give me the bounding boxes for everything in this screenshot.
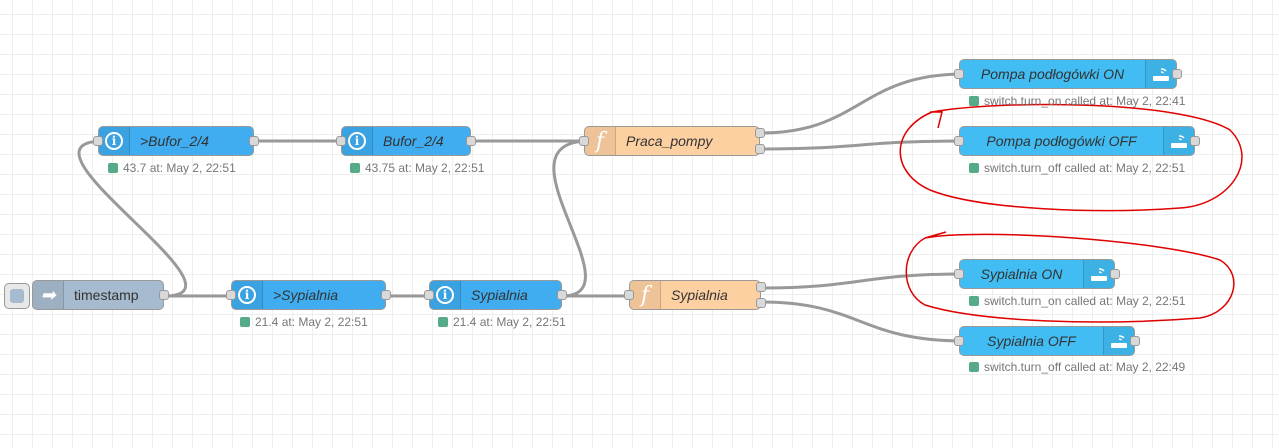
node-bufor-input[interactable]: i >Bufor_2/4 [93,126,259,156]
node-label: Sypialnia [671,287,728,303]
node-label: Praca_pompy [626,133,713,149]
status-dot-icon [969,362,979,372]
router-wifi-icon [1163,127,1194,155]
output-port[interactable] [1190,136,1200,146]
output-port[interactable] [1130,336,1140,346]
info-circle-icon: i [99,127,130,155]
output-port-2[interactable] [756,298,766,308]
input-port[interactable] [336,136,346,146]
input-port[interactable] [954,136,964,146]
node-bufor-state[interactable]: i Bufor_2/4 [336,126,476,156]
output-port-1[interactable] [756,282,766,292]
node-status: 43.7 at: May 2, 22:51 [108,161,236,175]
function-icon: f [630,281,661,309]
output-port[interactable] [249,136,259,146]
node-label: Pompa podłogówki OFF [986,133,1137,149]
red-annotation-pompa-off [899,103,1243,212]
input-port[interactable] [579,136,589,146]
output-port[interactable] [557,290,567,300]
node-label: Bufor_2/4 [383,133,444,149]
output-port-1[interactable] [755,128,765,138]
router-wifi-icon [1103,327,1134,355]
inject-trigger-button[interactable] [4,283,30,309]
node-label: Sypialnia OFF [987,333,1076,349]
router-wifi-icon [1083,260,1114,288]
router-wifi-icon [1145,60,1176,88]
node-sypialnia-off[interactable]: Sypialnia OFF [954,326,1140,356]
input-port[interactable] [954,336,964,346]
status-dot-icon [969,296,979,306]
node-sypialnia-input[interactable]: i >Sypialnia [226,280,391,310]
wire-fn-to-sypialnia-off [760,300,965,343]
status-dot-icon [350,163,360,173]
input-port[interactable] [954,69,964,79]
output-port[interactable] [1172,69,1182,79]
node-label: Sypialnia [471,287,528,303]
node-label: Pompa podłogówki ON [980,66,1125,82]
wire-state-to-praca [552,139,590,298]
output-port[interactable] [159,290,169,300]
wire-fn-to-sypialnia-on [760,272,965,290]
output-port[interactable] [381,290,391,300]
input-port[interactable] [93,136,103,146]
output-port[interactable] [1110,269,1120,279]
input-port[interactable] [424,290,434,300]
node-label: timestamp [74,287,139,303]
node-sypialnia-state[interactable]: i Sypialnia [424,280,567,310]
node-praca-pompy[interactable]: f Praca_pompy [579,126,765,156]
wire-praca-to-pompa-off [760,139,965,151]
node-pompa-on[interactable]: Pompa podłogówki ON [954,59,1182,89]
node-status: switch.turn_off called at: May 2, 22:51 [969,161,1185,175]
node-status: 21.4 at: May 2, 22:51 [240,315,368,329]
node-status: 43.75 at: May 2, 22:51 [350,161,484,175]
node-status: switch.turn_on called at: May 2, 22:51 [969,294,1185,308]
output-port-2[interactable] [755,144,765,154]
status-dot-icon [438,317,448,327]
input-port[interactable] [954,269,964,279]
status-dot-icon [969,163,979,173]
node-sypialnia-on[interactable]: Sypialnia ON [954,259,1120,289]
node-status: 21.4 at: May 2, 22:51 [438,315,566,329]
output-port[interactable] [466,136,476,146]
status-dot-icon [240,317,250,327]
node-status: switch.turn_off called at: May 2, 22:49 [969,360,1185,374]
arrow-right-icon: ➡ [33,281,64,309]
node-label: Sypialnia ON [980,266,1063,282]
node-sypialnia-function[interactable]: f Sypialnia [624,280,766,310]
input-port[interactable] [226,290,236,300]
function-icon: f [585,127,616,155]
node-label: >Bufor_2/4 [140,133,209,149]
wire-praca-to-pompa-on [760,72,965,135]
node-pompa-off[interactable]: Pompa podłogówki OFF [954,126,1200,156]
node-timestamp[interactable]: ➡ timestamp [32,280,169,310]
info-circle-icon: i [232,281,263,309]
node-status: switch.turn_on called at: May 2, 22:41 [969,94,1185,108]
info-circle-icon: i [430,281,461,309]
input-port[interactable] [624,290,634,300]
node-label: >Sypialnia [273,287,338,303]
status-dot-icon [108,163,118,173]
info-circle-icon: i [342,127,373,155]
status-dot-icon [969,96,979,106]
